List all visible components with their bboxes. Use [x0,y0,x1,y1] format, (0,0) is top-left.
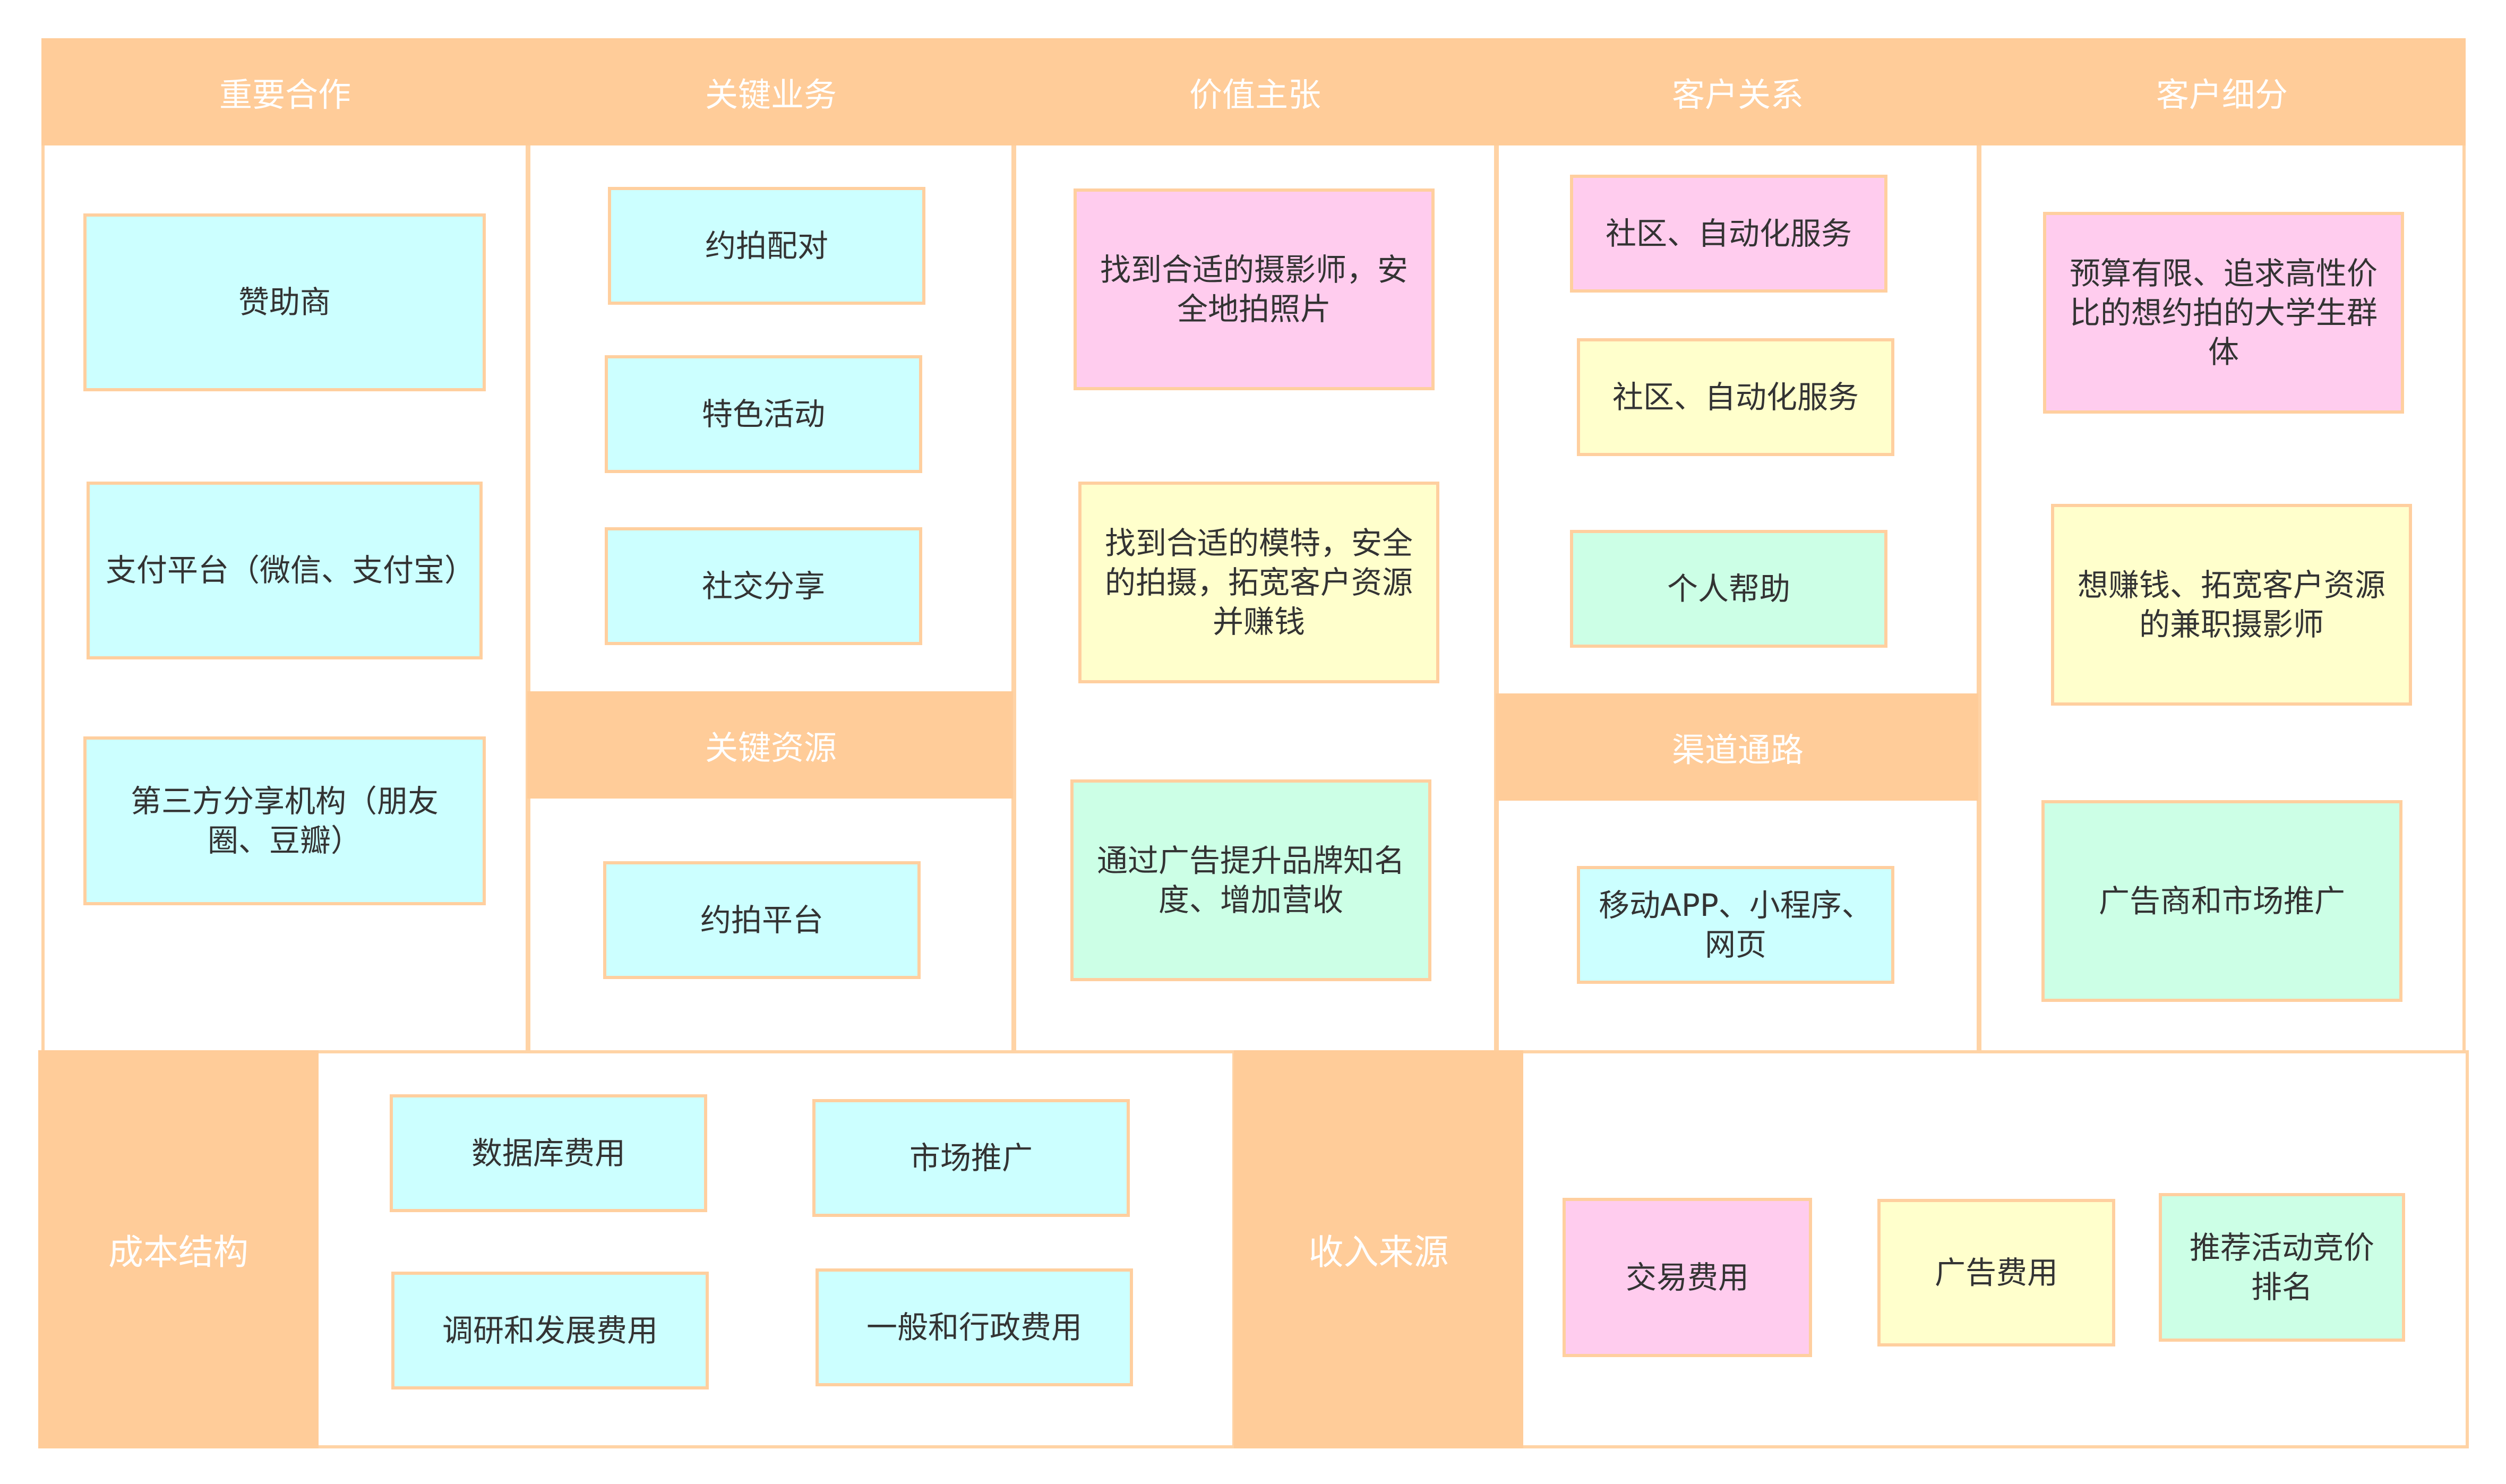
value-proposition-find-photographer: 找到合适的摄影师，安全地拍照片 [1074,188,1435,390]
channels-header: 渠道通路 [1496,693,1980,801]
customer-relationship-personal-help: 个人帮助 [1570,530,1887,648]
revenue-streams-header: 收入来源 [1234,1050,1523,1448]
key-resource-platform: 约拍平台 [603,861,921,979]
key-partner-sponsors: 赞助商 [83,213,486,391]
key-partner-payment-platforms: 支付平台（微信、支付宝） [87,482,483,659]
revenue-transaction-fees: 交易费用 [1563,1198,1812,1357]
key-resources-header: 关键资源 [527,691,1015,799]
value-proposition-advertising: 通过广告提升品牌知名度、增加营收 [1070,779,1431,981]
key-partners-header: 重要合作 [41,38,529,145]
revenue-ranking-bids: 推荐活动竞价排名 [2159,1193,2405,1342]
cost-marketing: 市场推广 [812,1099,1130,1217]
customer-segments-header: 客户细分 [1978,38,2466,145]
value-proposition-find-model: 找到合适的模特，安全的拍摄，拓宽客户资源并赚钱 [1078,482,1439,683]
cost-database: 数据库费用 [390,1094,707,1212]
customer-segment-advertisers: 广告商和市场推广 [2041,800,2402,1002]
customer-relationship-community-1: 社区、自动化服务 [1570,175,1887,293]
cost-structure-header: 成本结构 [38,1050,319,1448]
revenue-advertising-fees: 广告费用 [1877,1199,2115,1346]
value-propositions-header: 价值主张 [1013,38,1497,145]
key-activity-matching: 约拍配对 [608,187,925,305]
cost-research-development: 调研和发展费用 [391,1272,709,1389]
key-activities-header: 关键业务 [527,38,1015,145]
customer-segment-photographers: 想赚钱、拓宽客户资源的兼职摄影师 [2051,504,2412,706]
key-partner-third-party-sharing: 第三方分享机构（朋友圈、豆瓣） [83,736,486,905]
key-activity-special-events: 特色活动 [605,355,922,473]
key-activity-social-sharing: 社交分享 [605,527,922,645]
cost-administrative: 一般和行政费用 [816,1268,1133,1386]
channel-mobile-app: 移动APP、小程序、网页 [1577,866,1894,984]
customer-relationships-header: 客户关系 [1496,38,1980,145]
customer-relationship-community-2: 社区、自动化服务 [1577,338,1894,456]
customer-segment-students: 预算有限、追求高性价比的想约拍的大学生群体 [2043,212,2404,414]
